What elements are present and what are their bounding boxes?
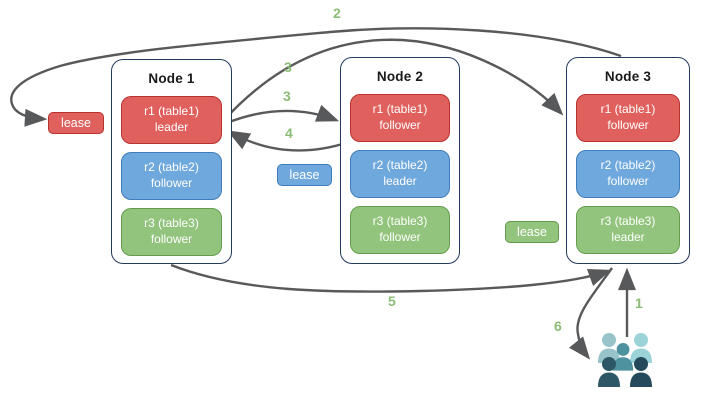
step-label-1: 1 — [635, 295, 643, 311]
replica-role: leader — [383, 174, 417, 188]
node-1-title: Node 1 — [148, 70, 195, 86]
arrow-step2-node3-to-lease — [10, 27, 622, 127]
node-3-replica-r3: r3 (table3) leader — [576, 206, 680, 254]
node-2-replica-r3: r3 (table3) follower — [350, 206, 450, 254]
step-label-4: 4 — [285, 125, 293, 141]
clients-group-icon — [598, 333, 652, 387]
person-icon — [598, 357, 620, 387]
replica-role: follower — [379, 230, 421, 244]
replica-name: r3 (table3) — [144, 216, 199, 231]
replica-name: r2 (table2) — [144, 160, 199, 175]
node-1-replica-r2: r2 (table2) follower — [121, 152, 222, 200]
arrow-step5-node1-to-node3 — [170, 263, 612, 293]
person-icon — [630, 333, 652, 363]
replica-role: follower — [607, 118, 649, 132]
step-label-3a: 3 — [284, 59, 292, 75]
arrow-step3-node1-to-node2 — [223, 104, 340, 126]
replica-role: follower — [607, 174, 649, 188]
node-2-replica-r2: r2 (table2) leader — [350, 150, 450, 198]
lease-badge-table2: lease — [277, 164, 332, 186]
replica-name: r3 (table3) — [600, 214, 656, 229]
step-label-3b: 3 — [283, 88, 291, 104]
replica-name: r2 (table2) — [600, 158, 656, 173]
replica-role: leader — [611, 230, 645, 244]
node-1-replica-r3: r3 (table3) follower — [121, 208, 222, 256]
node-2-replica-r1: r1 (table1) follower — [350, 94, 450, 142]
replica-name: r3 (table3) — [372, 214, 428, 229]
replica-role: follower — [150, 176, 193, 190]
node-2: Node 2 r1 (table1) follower r2 (table2) … — [340, 57, 460, 264]
lease-badge-table1: lease — [48, 112, 104, 134]
replica-role: follower — [379, 118, 421, 132]
replica-role: leader — [154, 120, 189, 134]
node-2-title: Node 2 — [376, 68, 424, 84]
lease-badge-table3: lease — [505, 221, 559, 243]
node-3-replica-r2: r2 (table2) follower — [576, 150, 680, 198]
node-1-replica-r1: r1 (table1) leader — [121, 96, 222, 144]
node-1: Node 1 r1 (table1) leader r2 (table2) fo… — [111, 59, 232, 264]
step-label-2: 2 — [333, 5, 341, 21]
node-3: Node 3 r1 (table1) follower r2 (table2) … — [566, 57, 690, 264]
replica-name: r1 (table1) — [372, 102, 428, 117]
step-label-6: 6 — [554, 318, 562, 334]
node-3-title: Node 3 — [604, 68, 652, 84]
step-label-5: 5 — [388, 293, 396, 309]
node-3-replica-r1: r1 (table1) follower — [576, 94, 680, 142]
replica-name: r1 (table1) — [144, 104, 199, 119]
person-icon — [630, 357, 652, 387]
replica-name: r2 (table2) — [372, 158, 428, 173]
person-icon — [612, 343, 634, 371]
replica-role: follower — [150, 232, 193, 246]
replica-name: r1 (table1) — [600, 102, 656, 117]
